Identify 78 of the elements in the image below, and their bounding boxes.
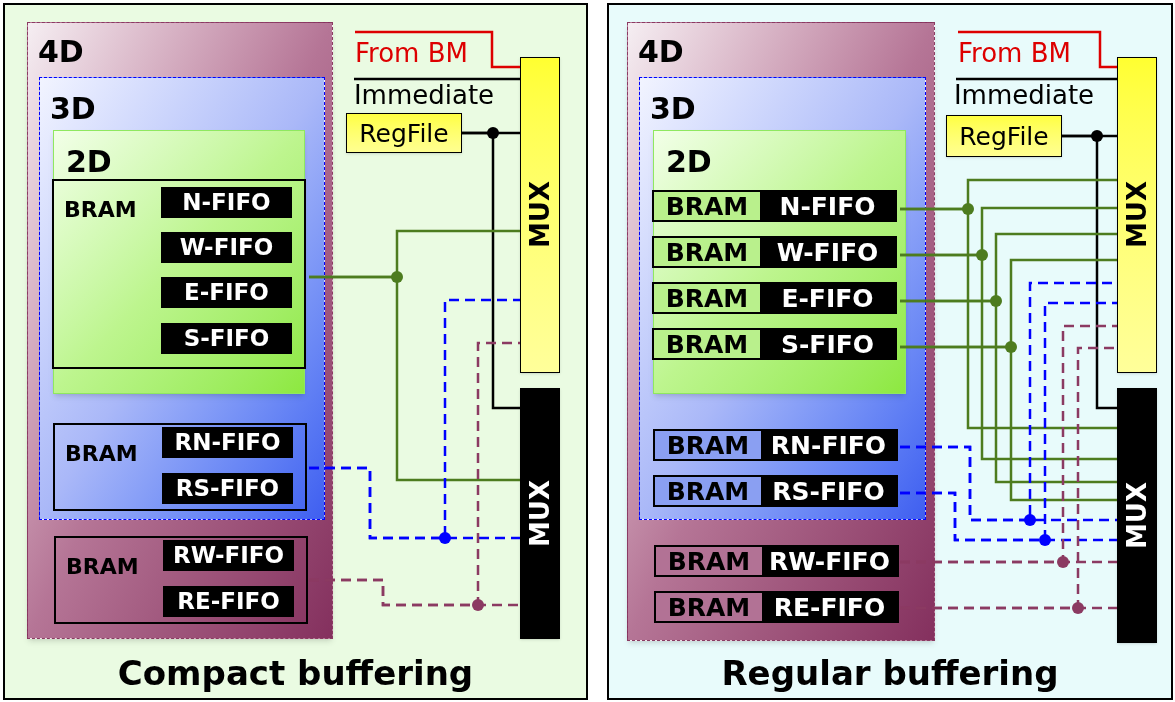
bram-fifo-row [654,591,899,623]
bram-fifo-row [653,475,898,507]
bram-fifo-row [654,545,899,577]
panel-title: Regular buffering [721,656,1059,690]
fifo-label: N-FIFO [161,187,292,218]
fifo-label: RN-FIFO [162,427,293,458]
register-file-box: RegFile [346,113,462,153]
panel [607,3,1173,700]
register-file-box: RegFile [946,115,1062,157]
dimension-region [53,130,305,394]
bram-label: BRAM [654,284,760,312]
fifo-label: RN-FIFO [769,431,888,459]
bram-fifo-row [653,429,898,461]
fifo-label: RS-FIFO [162,473,293,504]
panel-title: Compact buffering [117,656,474,690]
connector [309,275,520,482]
dimension-region [653,130,906,394]
connector [900,253,1117,461]
fifo-label: RS-FIFO [771,477,886,505]
input-label-text: Immediate [953,82,1095,108]
region-label: 2D [66,144,112,179]
bram-box [53,423,307,511]
bram-label: BRAM [65,441,138,466]
bram-label: BRAM [656,593,762,621]
bram-label: BRAM [654,330,760,358]
region-label: 4D [38,34,84,69]
fifo-label: E-FIFO [780,284,875,312]
fifo-label: RW-FIFO [768,547,891,575]
bram-label: BRAM [654,192,760,220]
bram-label: BRAM [64,197,137,222]
fifo-label: RW-FIFO [163,540,294,571]
fifo-label: W-FIFO [775,238,880,266]
connector [354,77,520,81]
connector [309,466,520,540]
connector [900,491,1117,542]
bram-fifo-row [652,328,897,360]
connector [958,30,1117,69]
connector [1062,134,1117,410]
fifo-label: S-FIFO [779,330,876,358]
fifo-label: E-FIFO [161,277,292,308]
dimension-region [627,22,935,641]
region-label: 4D [638,34,684,69]
region-label: 2D [666,144,712,179]
mux-block: MUX [520,388,560,639]
connector [355,30,520,69]
region-label: 3D [650,91,696,126]
panel [3,3,588,700]
mux-block: MUX [1117,388,1157,643]
mux-block: MUX [1117,57,1157,373]
bram-label: BRAM [655,431,761,459]
bram-box [52,179,306,369]
mux-block: MUX [520,57,560,373]
fifo-label: S-FIFO [161,323,292,354]
bram-label: BRAM [655,477,761,505]
bram-fifo-row [652,190,897,222]
connector [900,445,1117,522]
input-label-text: From BM [355,40,468,66]
connector [462,131,520,410]
connector [956,77,1117,81]
bram-fifo-row [652,282,897,314]
bram-label: BRAM [654,238,760,266]
bram-label: BRAM [66,554,139,579]
fifo-label: RE-FIFO [772,593,887,621]
dimension-region [27,22,333,639]
connector [900,345,1117,502]
bram-label: BRAM [656,547,762,575]
input-label-text: From BM [958,40,1071,66]
fifo-label: W-FIFO [161,232,292,263]
connector [900,299,1117,484]
fifo-label: N-FIFO [778,192,877,220]
dimension-region [39,77,325,520]
bram-box [54,536,308,624]
region-label: 3D [50,91,96,126]
input-label-text: Immediate [353,82,495,108]
fifo-label: RE-FIFO [163,586,294,617]
bram-fifo-row [652,236,897,268]
connector [900,207,1117,430]
dimension-region [639,77,926,520]
